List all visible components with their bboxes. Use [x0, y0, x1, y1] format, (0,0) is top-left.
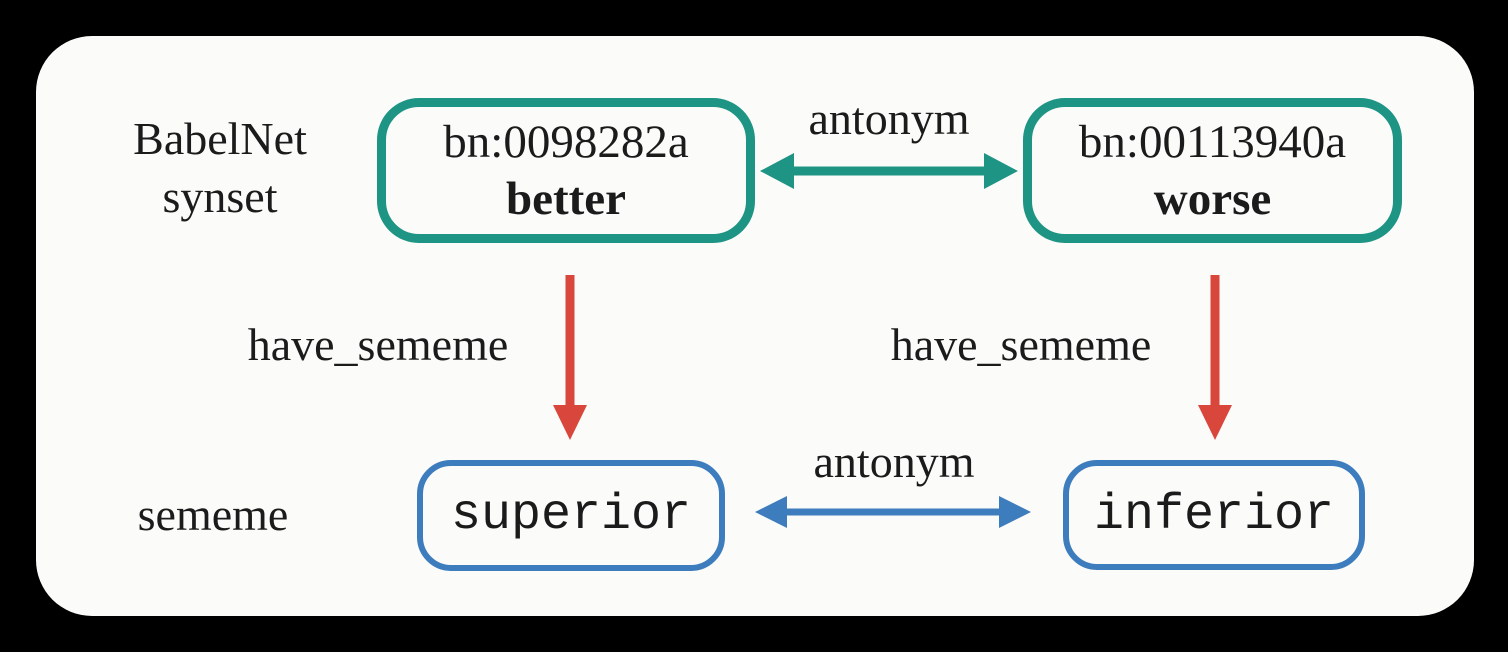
synset-node-better: bn:0098282a better [377, 98, 755, 243]
have-sememe-label-right: have_sememe [890, 319, 1152, 370]
have-sememe-arrow-right-icon [1198, 275, 1232, 440]
synset-lemma-worse: worse [1153, 172, 1272, 225]
synset-id-worse: bn:00113940a [1078, 116, 1347, 169]
have-sememe-label-left: have_sememe [247, 319, 509, 370]
sememe-label-superior: superior [450, 487, 692, 544]
synset-lemma-better: better [505, 172, 627, 225]
row-label-sememe: sememe [137, 489, 289, 540]
sememe-node-inferior: inferior [1063, 460, 1365, 570]
synset-id-better: bn:0098282a [443, 116, 689, 169]
row-label-babelnet-synset-line2: synset [162, 170, 278, 222]
sememe-label-inferior: inferior [1093, 486, 1335, 544]
sememe-node-superior: superior [417, 460, 725, 571]
synset-antonym-label: antonym [808, 93, 970, 144]
row-label-babelnet-synset-line1: BabelNet [133, 113, 307, 164]
row-label-babelnet-synset: BabelNet synset [108, 110, 332, 226]
synset-node-worse: bn:00113940a worse [1023, 98, 1402, 243]
sememe-antonym-double-arrow-icon [755, 496, 1031, 528]
have-sememe-arrow-left-icon [553, 275, 587, 440]
sememe-antonym-label: antonym [813, 436, 975, 487]
synset-antonym-double-arrow-icon [760, 153, 1018, 189]
